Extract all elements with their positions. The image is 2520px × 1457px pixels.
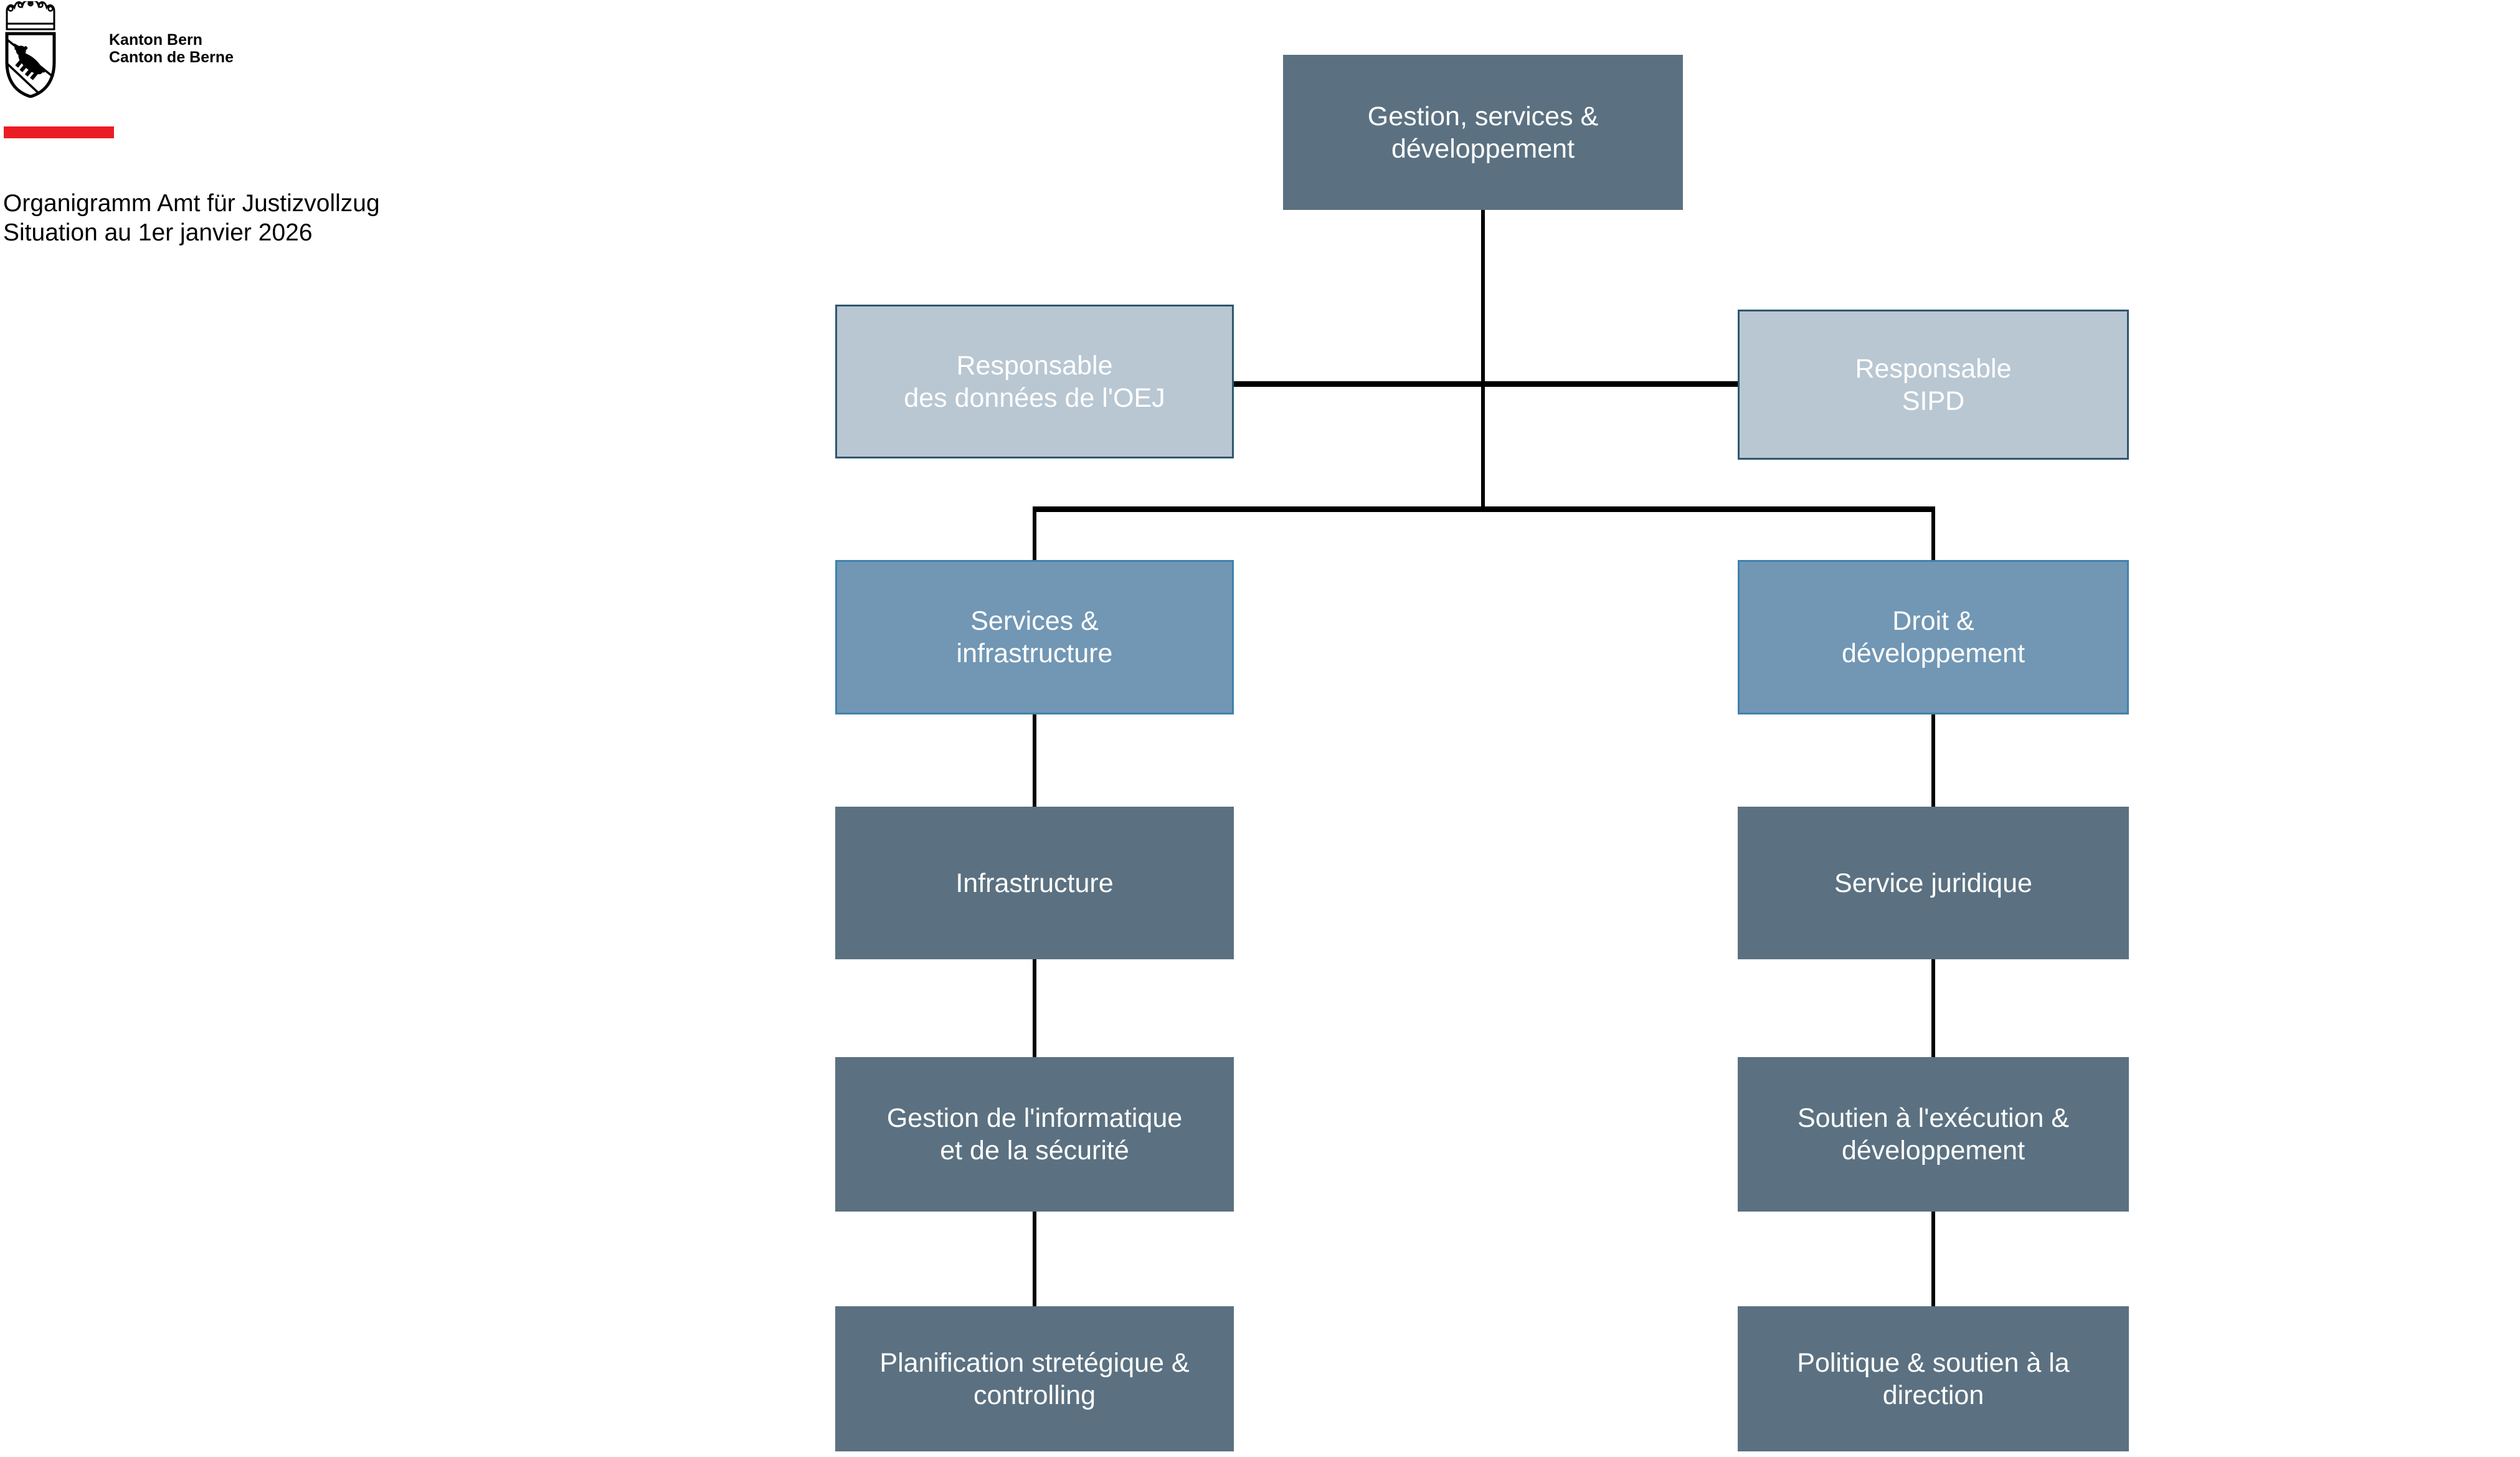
- org-node-label-line: controlling: [973, 1380, 1096, 1410]
- bern-coat-of-arms-icon: [5, 1, 56, 98]
- brand-line-1: Kanton Bern: [109, 31, 202, 49]
- org-node-services-infrastructure: Services & infrastructure: [835, 560, 1234, 714]
- connector-root-vertical: [1481, 210, 1485, 510]
- connector-split-left-drop: [1033, 506, 1036, 560]
- connector-right-column-3: [1931, 1212, 1935, 1306]
- org-node-label-line: Service juridique: [1834, 868, 2032, 898]
- document-title-line-2: Situation au 1er janvier 2026: [3, 219, 313, 246]
- org-node-droit-developpement: Droit & développement: [1738, 560, 2129, 714]
- org-node-label-line: Responsable: [1855, 353, 2012, 384]
- org-node-label-line: des données de l'OEJ: [904, 382, 1165, 413]
- connector-split-right-drop: [1931, 506, 1935, 560]
- org-node-label-line: Gestion, services &: [1367, 101, 1599, 131]
- brand-wordmark: Kanton Bern Canton de Berne: [109, 31, 234, 66]
- org-node-soutien-execution-developpement: Soutien à l'exécution & développement: [1738, 1057, 2129, 1212]
- org-node-label-line: développement: [1841, 638, 2025, 668]
- org-node-infrastructure: Infrastructure: [835, 807, 1234, 959]
- document-title: Organigramm Amt für Justizvollzug Situat…: [3, 189, 380, 247]
- org-node-label-line: développement: [1391, 133, 1575, 164]
- org-node-label-line: Politique & soutien à la: [1797, 1347, 2070, 1378]
- connector-right-column-1: [1931, 714, 1935, 807]
- org-node-responsable-sipd: Responsable SIPD: [1738, 310, 2129, 460]
- org-node-label-line: Soutien à l'exécution &: [1797, 1103, 2070, 1133]
- org-node-label-line: Droit &: [1892, 606, 1974, 636]
- connector-staff-horizontal: [1234, 381, 1738, 387]
- org-node-label-line: Planification stretégique &: [879, 1347, 1190, 1378]
- document-title-line-1: Organigramm Amt für Justizvollzug: [3, 190, 380, 217]
- org-node-label-line: SIPD: [1902, 386, 1965, 416]
- connector-right-column-2: [1931, 959, 1935, 1057]
- connector-left-column-3: [1033, 1212, 1036, 1306]
- org-node-label-line: développement: [1841, 1136, 2025, 1165]
- org-node-label-line: Responsable: [956, 350, 1113, 381]
- connector-left-column-1: [1033, 714, 1036, 807]
- brand-line-2: Canton de Berne: [109, 49, 234, 66]
- org-node-service-juridique: Service juridique: [1738, 807, 2129, 959]
- accent-bar: [4, 126, 114, 138]
- connector-split-horizontal: [1033, 506, 1935, 512]
- org-node-gestion-services-developpement: Gestion, services & développement: [1283, 55, 1683, 210]
- org-node-label-line: direction: [1882, 1380, 1984, 1410]
- org-node-politique-soutien-direction: Politique & soutien à la direction: [1738, 1306, 2129, 1451]
- org-node-label-line: Gestion de l'informatique: [886, 1103, 1183, 1133]
- org-node-label-line: Infrastructure: [955, 868, 1114, 898]
- org-node-planification-strategique-controlling: Planification stretégique & controlling: [835, 1306, 1234, 1451]
- org-node-responsable-donnees-oej: Responsable des données de l'OEJ: [835, 305, 1234, 458]
- org-node-label-line: et de la sécurité: [940, 1136, 1129, 1165]
- org-node-label-line: Services &: [970, 606, 1099, 636]
- org-node-label-line: infrastructure: [956, 638, 1113, 668]
- org-node-gestion-informatique-securite: Gestion de l'informatique et de la sécur…: [835, 1057, 1234, 1212]
- connector-left-column-2: [1033, 959, 1036, 1057]
